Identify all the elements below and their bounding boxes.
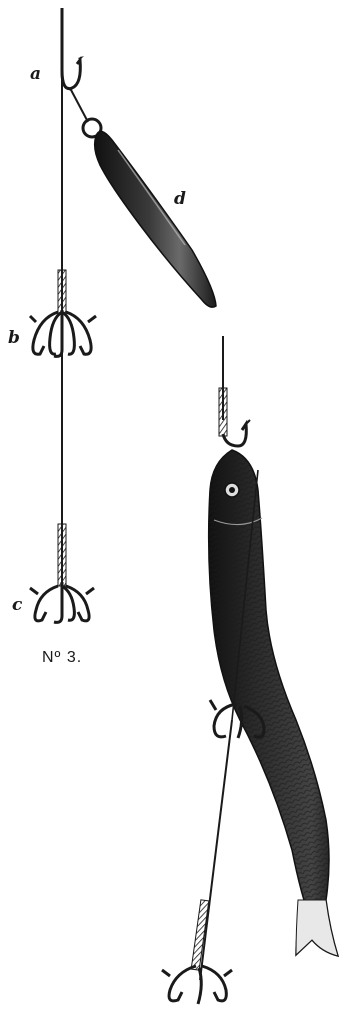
- hook-a: [62, 8, 84, 90]
- label-a: a: [30, 64, 41, 84]
- whipping-c: [58, 524, 66, 586]
- treble-hook-bottom: [162, 966, 232, 1004]
- label-c: c: [12, 595, 23, 615]
- trace-no3: a b c d Nº 3.: [8, 8, 216, 666]
- label-d: d: [174, 189, 186, 209]
- baited-flight: [162, 336, 338, 1004]
- treble-hook-c: [30, 582, 94, 622]
- lead-d: [95, 131, 216, 307]
- label-b: b: [8, 328, 20, 348]
- whipping-b: [58, 270, 66, 314]
- figure-caption: Nº 3.: [42, 649, 82, 666]
- treble-hook-b: [30, 310, 96, 356]
- whipping-top: [219, 388, 227, 436]
